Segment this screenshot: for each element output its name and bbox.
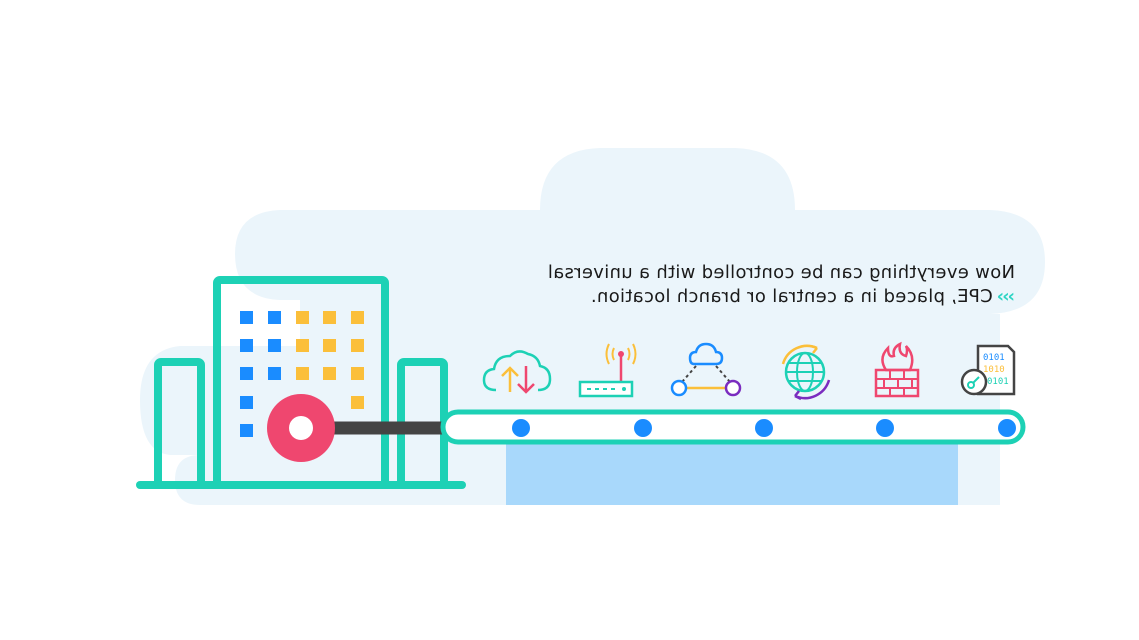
svg-text:0101: 0101: [983, 353, 1005, 363]
roller: [876, 419, 894, 437]
roller: [512, 419, 530, 437]
roller: [998, 419, 1016, 437]
firewall-icon: [874, 341, 920, 398]
drive-wheel-hub: [289, 416, 313, 440]
svg-text:0101: 0101: [987, 377, 1009, 387]
globe-sync-icon: [781, 344, 831, 401]
binary-file-key-icon: 0101 1010 0101: [960, 344, 1016, 396]
router-icon: [578, 343, 637, 398]
svg-text:1010: 1010: [983, 365, 1005, 375]
roller: [755, 419, 773, 437]
conveyor-rollers: [512, 419, 1016, 437]
conveyor-base: [506, 440, 958, 505]
cloud-network-icon: [670, 342, 742, 397]
cloud-upload-download-icon: [482, 350, 552, 394]
conveyor-belt: [440, 409, 1026, 445]
building-windows: [240, 311, 364, 437]
roller: [634, 419, 652, 437]
